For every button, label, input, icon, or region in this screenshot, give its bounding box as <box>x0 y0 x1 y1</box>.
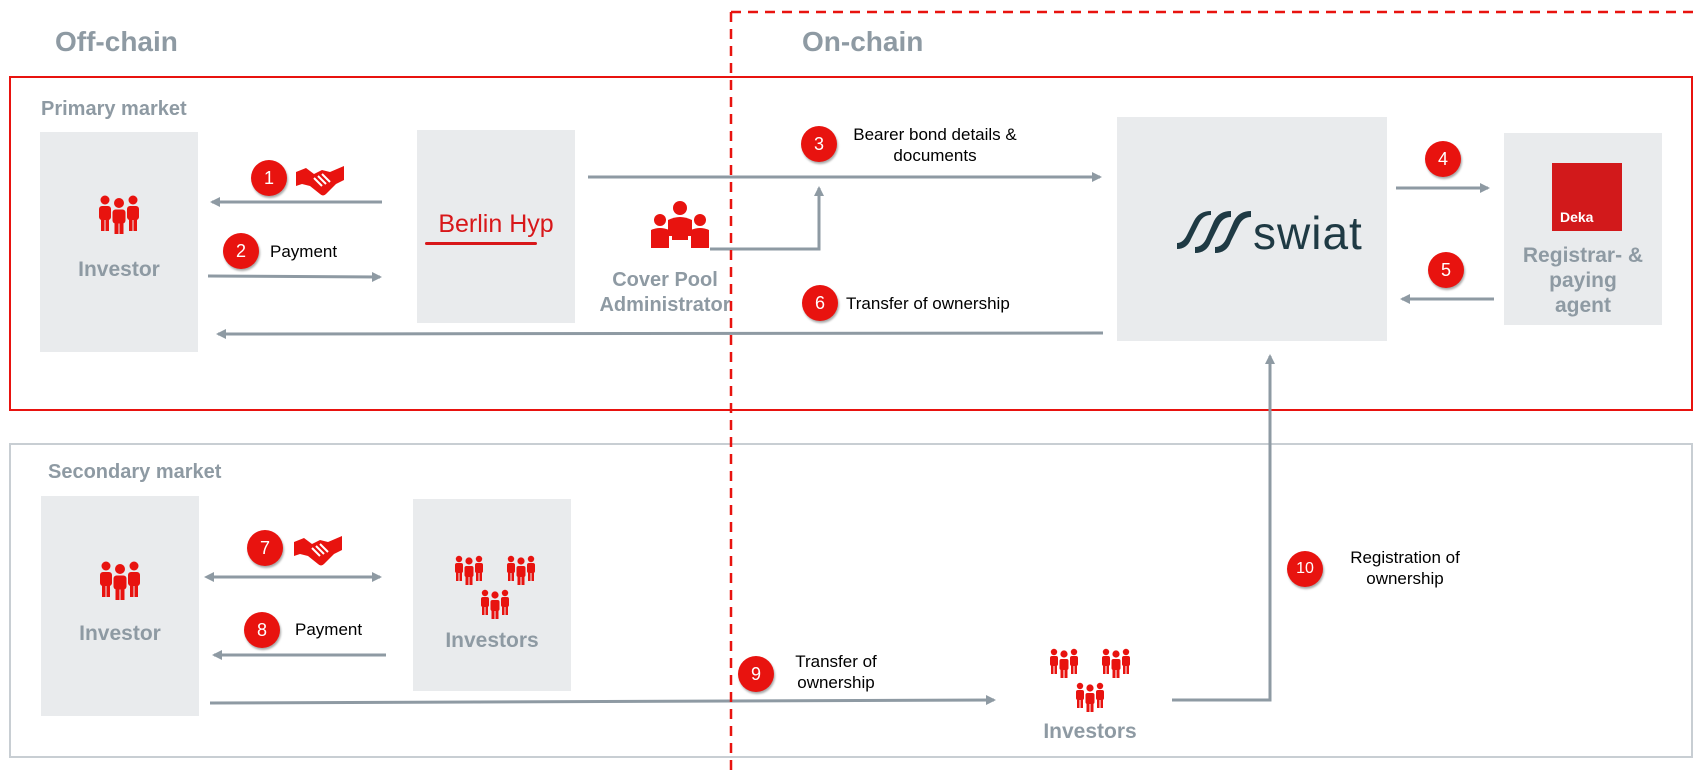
arrow-step-10 <box>1172 354 1275 702</box>
secondary-market-frame <box>9 443 1693 758</box>
step-label-6: Transfer of ownership <box>846 294 1010 313</box>
step-badge-9: 9 <box>738 656 774 692</box>
investor-label-primary: Investor <box>78 258 160 281</box>
step-badge-2: 2 <box>223 233 259 269</box>
investors-label-onchain: Investors <box>1043 720 1137 743</box>
registrar-label: Registrar- & paying agent <box>1522 244 1644 317</box>
people-group-icon <box>99 195 139 234</box>
secondary-market-title: Secondary market <box>48 461 222 483</box>
investors-label-secondary: Investors <box>445 629 539 652</box>
deka-logo: Deka <box>1552 163 1622 231</box>
investor-label-secondary: Investor <box>79 622 161 645</box>
investor-box-secondary: Investor <box>41 496 199 716</box>
people-group-icon <box>100 561 140 600</box>
handshake-icon <box>294 536 342 566</box>
primary-market-frame <box>9 76 1693 411</box>
business-team-icon <box>651 201 709 248</box>
step-badge-8: 8 <box>244 612 280 648</box>
arrow-step-6 <box>216 328 1104 339</box>
step-badge-5: 5 <box>1428 252 1464 288</box>
handshake-icon <box>296 166 344 196</box>
investor-box-primary: Investor <box>40 132 198 352</box>
step-label-8: Payment <box>295 620 363 639</box>
step-badge-7: 7 <box>247 530 283 566</box>
on-chain-heading: On-chain <box>802 26 924 57</box>
primary-market-title: Primary market <box>41 98 187 120</box>
investors-group-icon <box>455 555 535 619</box>
off-chain-heading: Off-chain <box>55 26 178 57</box>
berlin-hyp-logo: Berlin Hyp <box>438 210 554 238</box>
investors-onchain-icon <box>1050 648 1130 712</box>
arrow-step-9 <box>209 695 996 706</box>
step-badge-3: 3 <box>801 126 837 162</box>
step-label-3: Bearer bond details & documents <box>853 125 1017 165</box>
step-badge-6: 6 <box>802 285 838 321</box>
step-label-9: Transfer of ownership <box>795 652 877 692</box>
swiat-logo-mark <box>1177 211 1251 253</box>
berlin-hyp-logo-swoosh <box>425 242 537 245</box>
step-badge-4: 4 <box>1425 141 1461 177</box>
swiat-logo-text: swiat <box>1253 207 1363 259</box>
arrow-step-2 <box>207 271 382 282</box>
step-badge-10: 10 <box>1287 551 1323 587</box>
deka-logo-text: Deka <box>1560 209 1594 225</box>
cover-pool-administrator-label: Cover Pool Administrator <box>599 269 731 316</box>
swiat-box: swiat <box>1117 117 1387 341</box>
step-label-10: Registration of ownership <box>1350 548 1460 588</box>
step-label-2: Payment <box>270 242 338 261</box>
investors-box-secondary: Investors <box>413 499 571 691</box>
berlin-hyp-box: Berlin Hyp <box>417 130 575 323</box>
step-badge-1: 1 <box>251 160 287 196</box>
arrow-cover-pool <box>710 186 824 251</box>
registrar-box: Deka Registrar- & paying agent <box>1504 133 1662 325</box>
